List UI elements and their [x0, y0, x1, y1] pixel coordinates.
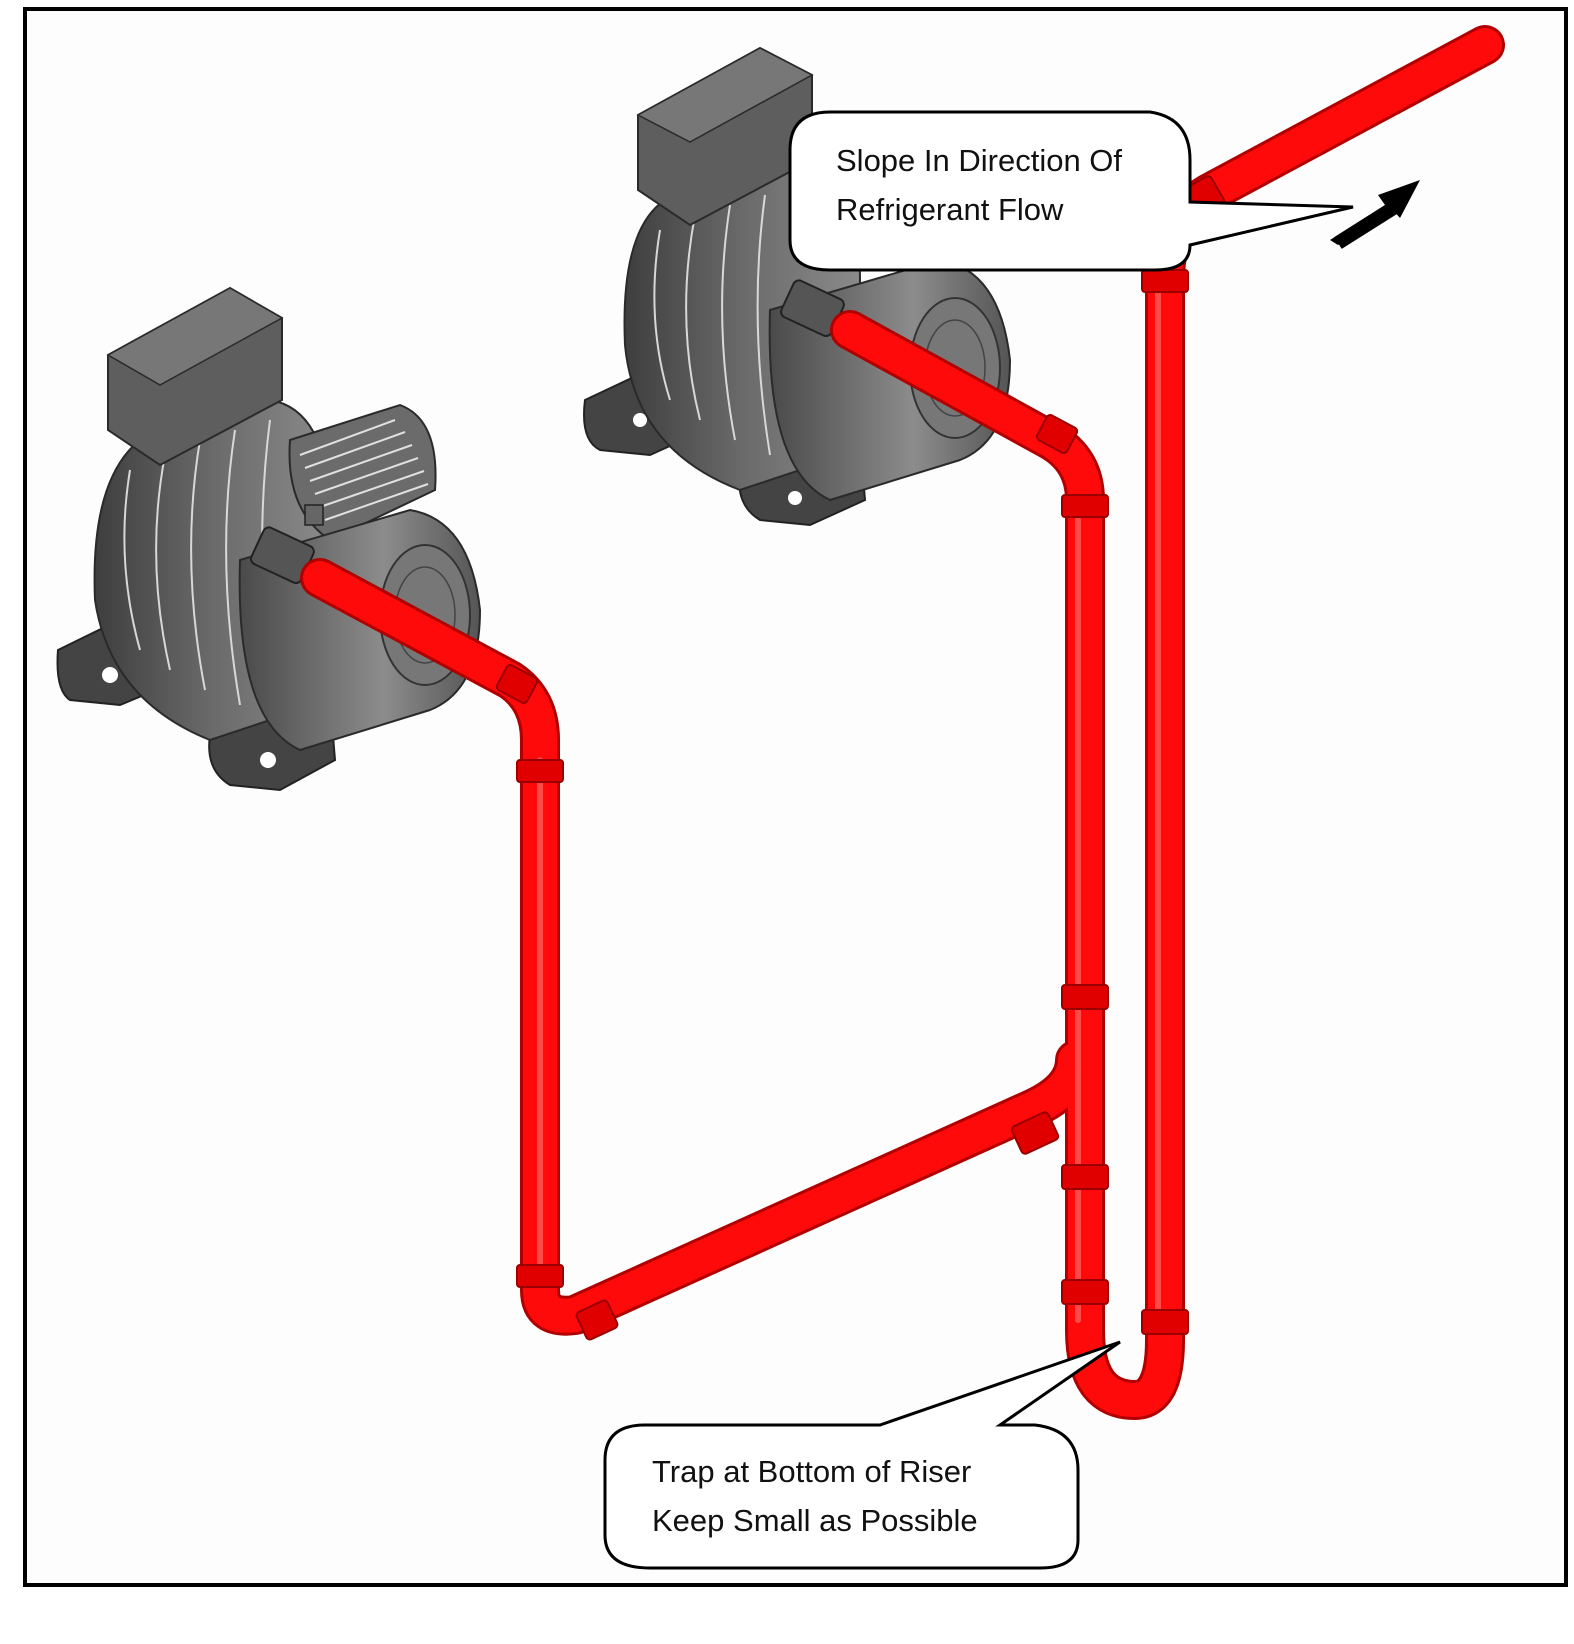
- trap-callout-line-1: Trap at Bottom of Riser: [652, 1454, 972, 1489]
- trap-callout-line-2: Keep Small as Possible: [652, 1503, 978, 1538]
- trap-callout-bubble: [603, 1340, 1121, 1570]
- mount-hole-icon: [633, 413, 647, 427]
- slope-callout-line-2: Refrigerant Flow: [836, 192, 1064, 227]
- compressor-1: [56, 286, 482, 792]
- mount-hole-icon: [788, 491, 802, 505]
- flow-direction-arrow-icon: [1330, 180, 1420, 249]
- trap-callout-text: Trap at Bottom of Riser Keep Small as Po…: [652, 1447, 978, 1545]
- mount-hole-icon: [102, 667, 118, 683]
- slope-callout-line-1: Slope In Direction Of: [836, 143, 1123, 178]
- slope-callout-text: Slope In Direction Of Refrigerant Flow: [836, 136, 1122, 234]
- slope-callout-bubble: [788, 110, 1354, 272]
- mount-hole-icon: [260, 752, 276, 768]
